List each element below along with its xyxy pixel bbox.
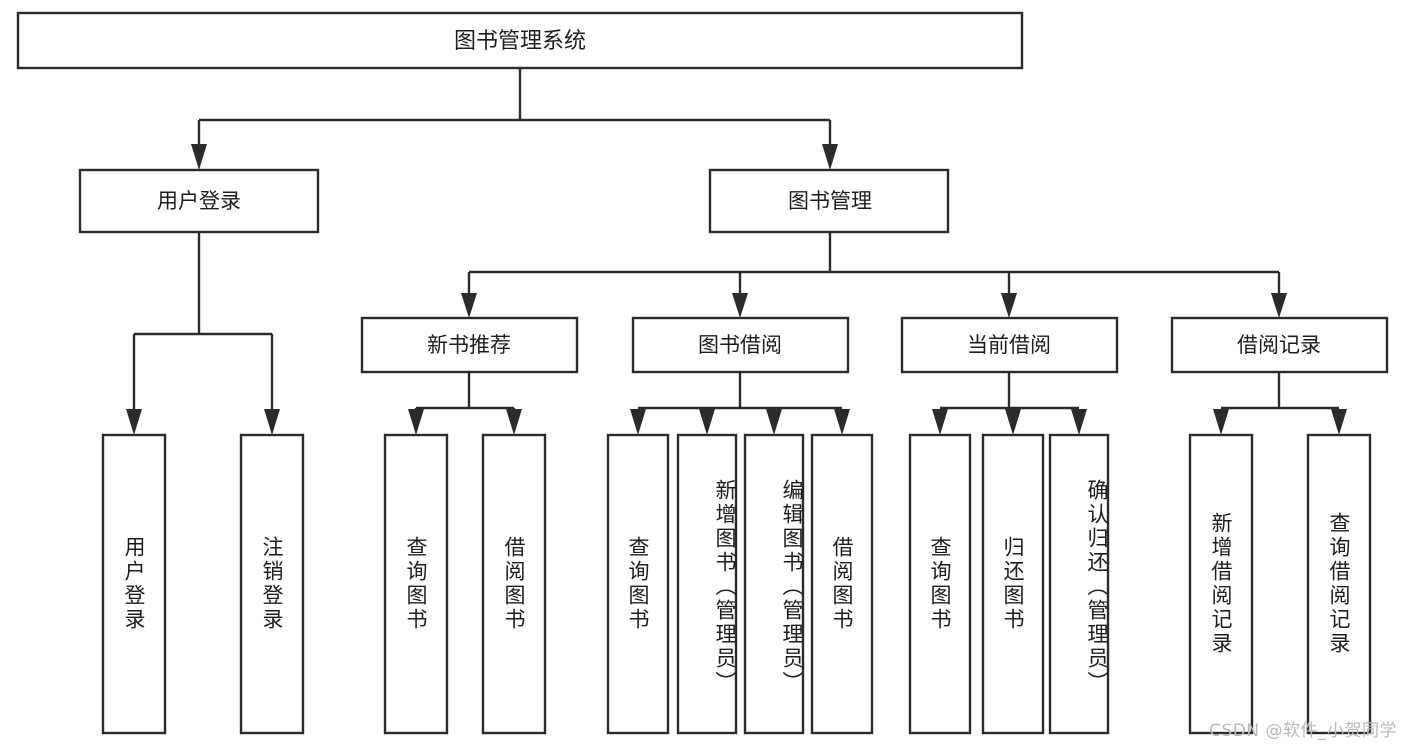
- arrow-head-icon: [732, 293, 748, 318]
- node-borrow-record-box[interactable]: [1170, 316, 1389, 374]
- node-borrow-record[interactable]: 借阅记录: [1170, 316, 1389, 374]
- arrow-head-icon: [766, 409, 782, 435]
- arrow-head-icon: [408, 409, 424, 435]
- node-current-borrow-box[interactable]: [900, 316, 1119, 374]
- leaf-box-layer: [101, 433, 1372, 735]
- node-leaf-borrow-book-2-box[interactable]: [810, 433, 874, 735]
- connector-layer: [126, 68, 1347, 435]
- arrow-head-icon: [1213, 409, 1229, 435]
- node-book-borrow-box[interactable]: [631, 316, 850, 374]
- arrow-head-icon: [506, 409, 522, 435]
- node-leaf-borrow-book-1-box[interactable]: [481, 433, 547, 735]
- node-new-book-recommend-label: 新书推荐: [427, 333, 511, 357]
- node-root-label: 图书管理系统: [454, 29, 586, 54]
- arrow-head-icon: [932, 409, 948, 435]
- arrow-head-icon: [822, 144, 838, 170]
- node-book-borrow-label: 图书借阅: [698, 333, 782, 357]
- csdn-watermark: CSDN @软件_小贺同学: [1209, 721, 1397, 741]
- node-leaf-confirm-return-admin-box[interactable]: [1048, 433, 1110, 735]
- arrow-head-icon: [264, 409, 280, 435]
- node-user-login-label: 用户登录: [157, 189, 241, 213]
- node-user-login-box[interactable]: [78, 168, 320, 234]
- node-new-book-recommend[interactable]: 新书推荐: [360, 316, 579, 374]
- node-leaf-user-login-box[interactable]: [101, 433, 167, 735]
- node-leaf-add-book-admin-box[interactable]: [676, 433, 738, 735]
- node-leaf-logout-box[interactable]: [239, 433, 305, 735]
- arrow-head-icon: [126, 409, 142, 435]
- node-root-box[interactable]: [16, 11, 1024, 70]
- node-book-management[interactable]: 图书管理: [708, 168, 950, 234]
- arrow-head-icon: [1001, 293, 1017, 318]
- node-leaf-edit-book-admin-box[interactable]: [743, 433, 805, 735]
- node-leaf-query-book-2-box[interactable]: [606, 433, 670, 735]
- node-book-management-label: 图书管理: [788, 189, 872, 213]
- node-book-borrow[interactable]: 图书借阅: [631, 316, 850, 374]
- node-leaf-query-book-1-box[interactable]: [383, 433, 449, 735]
- arrow-head-icon: [191, 144, 207, 170]
- node-borrow-record-label: 借阅记录: [1237, 333, 1321, 357]
- node-current-borrow-label: 当前借阅: [967, 333, 1051, 357]
- arrow-head-icon: [1331, 409, 1347, 435]
- node-user-login[interactable]: 用户登录: [78, 168, 320, 234]
- arrow-head-icon: [1271, 293, 1287, 318]
- arrow-head-icon: [834, 409, 850, 435]
- node-leaf-query-book-3-box[interactable]: [908, 433, 972, 735]
- arrow-head-icon: [1071, 409, 1087, 435]
- node-new-book-recommend-box[interactable]: [360, 316, 579, 374]
- arrow-head-icon: [461, 293, 477, 318]
- node-book-management-box[interactable]: [708, 168, 950, 234]
- node-current-borrow[interactable]: 当前借阅: [900, 316, 1119, 374]
- node-leaf-return-book-box[interactable]: [981, 433, 1045, 735]
- node-leaf-query-borrow-record-box[interactable]: [1306, 433, 1372, 735]
- arrow-head-icon: [630, 409, 646, 435]
- arrow-head-icon: [699, 409, 715, 435]
- arrow-head-icon: [1005, 409, 1021, 435]
- node-root[interactable]: 图书管理系统: [16, 11, 1024, 70]
- node-leaf-add-borrow-record-box[interactable]: [1188, 433, 1254, 735]
